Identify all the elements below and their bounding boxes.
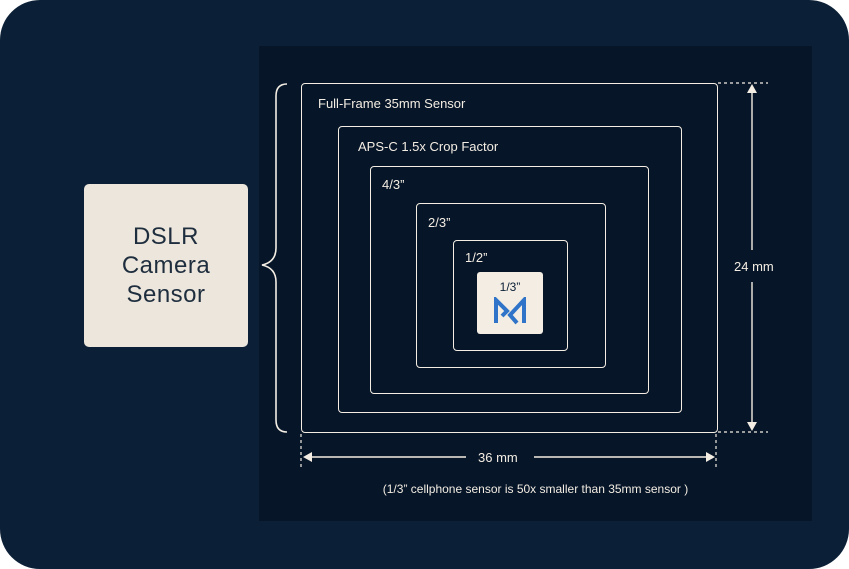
cellphone-sensor-chip: 1/3” <box>477 272 543 334</box>
width-dimension-label: 36 mm <box>478 450 518 465</box>
two-thirds-sensor-outline <box>416 203 606 368</box>
full-frame-label: Full-Frame 35mm Sensor <box>318 96 466 111</box>
height-dimension-label: 24 mm <box>734 259 774 274</box>
aps-c-label: APS-C 1.5x Crop Factor <box>358 139 499 154</box>
full-frame-sensor-outline <box>301 83 718 433</box>
grouping-brace <box>261 83 288 433</box>
width-arrowhead-right <box>706 452 715 462</box>
half-inch-label: 1/2” <box>465 250 488 265</box>
size-comparison-caption: (1/3” cellphone sensor is 50x smaller th… <box>382 482 689 496</box>
dslr-label-text: DSLR Camera Sensor <box>121 223 211 308</box>
dslr-label-box: DSLR Camera Sensor <box>84 184 248 347</box>
height-arrowhead-up <box>747 84 757 93</box>
half-inch-sensor-outline <box>453 240 568 351</box>
brand-logo-icon <box>494 297 526 325</box>
two-thirds-label: 2/3” <box>428 215 451 230</box>
aps-c-sensor-outline <box>338 126 682 413</box>
height-arrowhead-down <box>747 422 757 431</box>
four-thirds-sensor-outline <box>370 166 649 394</box>
width-arrowhead-left <box>303 452 312 462</box>
third-inch-label: 1/3” <box>499 280 521 294</box>
four-thirds-label: 4/3” <box>382 177 405 192</box>
